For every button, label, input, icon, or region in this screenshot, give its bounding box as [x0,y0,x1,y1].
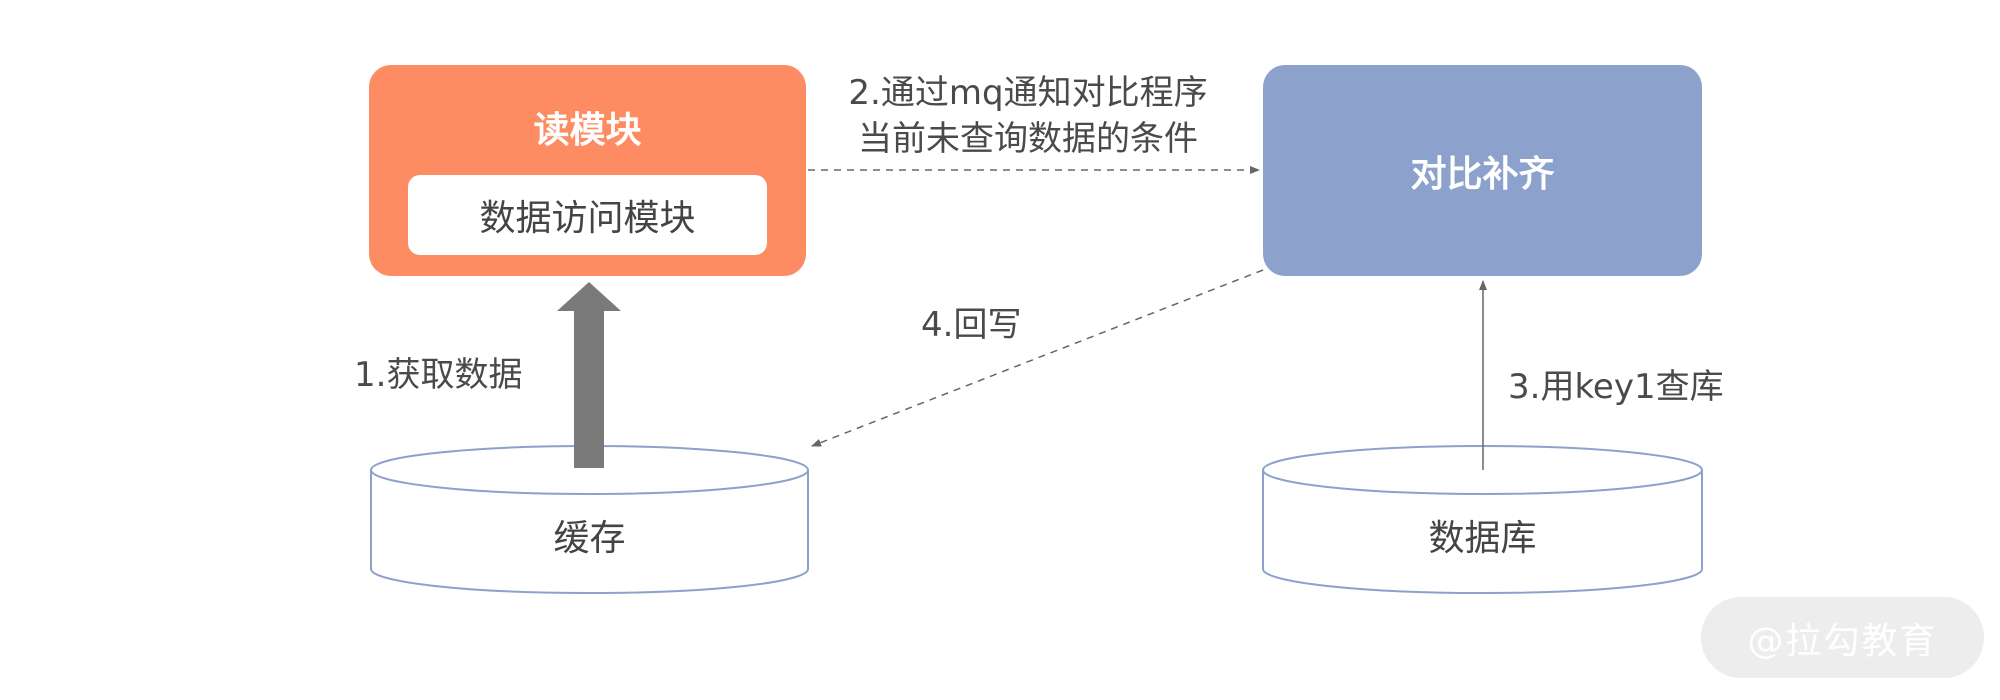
read-module-title: 读模块 [533,110,642,151]
notify-step-line1: 2.通过mq通知对比程序 [848,73,1208,113]
database-label: 数据库 [1428,518,1537,559]
fetch-arrow [557,282,621,468]
notify-step-line2: 当前未查询数据的条件 [858,119,1198,159]
data-access-module-box: 数据访问模块 [408,175,767,255]
writeback-arrow [811,269,1264,447]
notify-step-label: 2.通过mq通知对比程序 当前未查询数据的条件 [833,70,1223,162]
watermark-badge: @拉勾教育 [1701,597,1984,678]
writeback-step-label: 4.回写 [921,305,1022,345]
fetch-step-label: 1.获取数据 [354,355,523,395]
cache-label: 缓存 [553,518,626,559]
query-step-label: 3.用key1查库 [1508,367,1724,407]
compare-fill-box: 对比补齐 [1263,65,1702,276]
read-module-box: 读模块 数据访问模块 [369,65,806,276]
